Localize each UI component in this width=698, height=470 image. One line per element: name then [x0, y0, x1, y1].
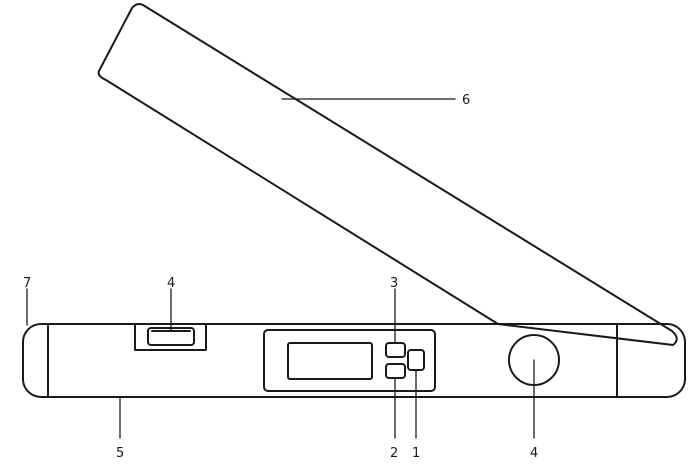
callout-button-side: 1	[412, 446, 420, 461]
callout-button-bottom: 2	[390, 446, 398, 461]
bottom-button[interactable]	[385, 363, 406, 379]
side-button[interactable]	[407, 349, 425, 371]
callout-button-top: 3	[390, 276, 398, 291]
callout-pivot-knob: 4	[530, 446, 538, 461]
main-body	[22, 323, 686, 398]
level-vial	[134, 323, 207, 351]
lcd-display	[287, 342, 373, 380]
callout-arm: 6	[462, 93, 470, 108]
callout-level-vial: 4	[167, 276, 175, 291]
control-panel	[263, 329, 436, 392]
callout-end-cap: 7	[23, 276, 31, 291]
rotating-arm	[97, 3, 678, 346]
callout-body: 5	[116, 446, 124, 461]
top-button[interactable]	[385, 342, 406, 358]
